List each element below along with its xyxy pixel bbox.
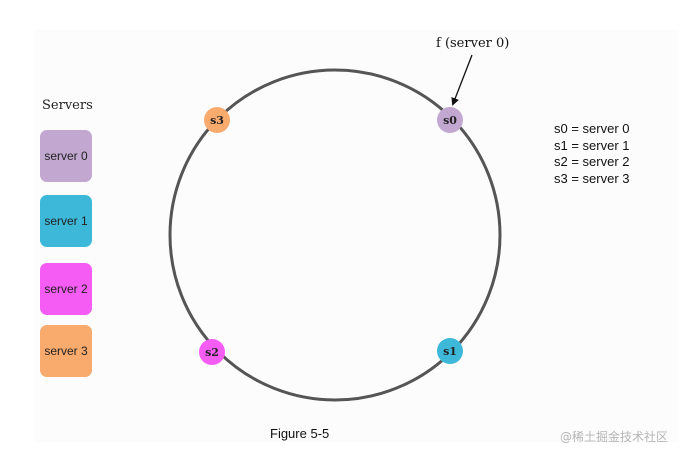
servers-title: Servers [42, 98, 93, 113]
ring-node-s3: s3 [204, 107, 230, 133]
figure-caption: Figure 5-5 [270, 426, 330, 441]
legend-line-s3: s3 = server 3 [554, 170, 630, 186]
ring-node-s1-label: s1 [443, 345, 457, 358]
ring-node-s0: s0 [437, 107, 463, 133]
hash-ring [168, 68, 502, 402]
ring-node-s2-dot [199, 339, 225, 365]
server-box-2: server 2 [40, 263, 92, 315]
watermark: @稀土掘金技术社区 [560, 430, 669, 444]
legend-line-s2: s2 = server 2 [554, 154, 630, 169]
ring-node-s0-label: s0 [443, 114, 457, 127]
ring-node-s2: s2 [199, 339, 225, 365]
ring-node-s2-label: s2 [205, 346, 219, 359]
server-box-3: server 3 [40, 325, 92, 377]
server-box-0: server 0 [40, 130, 92, 182]
diagram-background [34, 30, 678, 442]
legend-line-s1: s1 = server 1 [554, 137, 630, 153]
server-box-1: server 1 [40, 195, 92, 247]
legend-line-s0: s0 = server 0 [554, 121, 630, 136]
annotation-label: f (server 0) [436, 36, 509, 51]
ring-node-s3-label: s3 [210, 114, 224, 127]
ring-node-s1-dot [437, 338, 463, 364]
ring-node-s1: s1 [437, 338, 463, 364]
ring-node-s0-dot [437, 107, 463, 133]
legend: s0 = server 0 s1 = server 1 s2 = server … [554, 121, 630, 187]
annotation-arrow [451, 54, 473, 106]
ring-node-s3-dot [204, 107, 230, 133]
